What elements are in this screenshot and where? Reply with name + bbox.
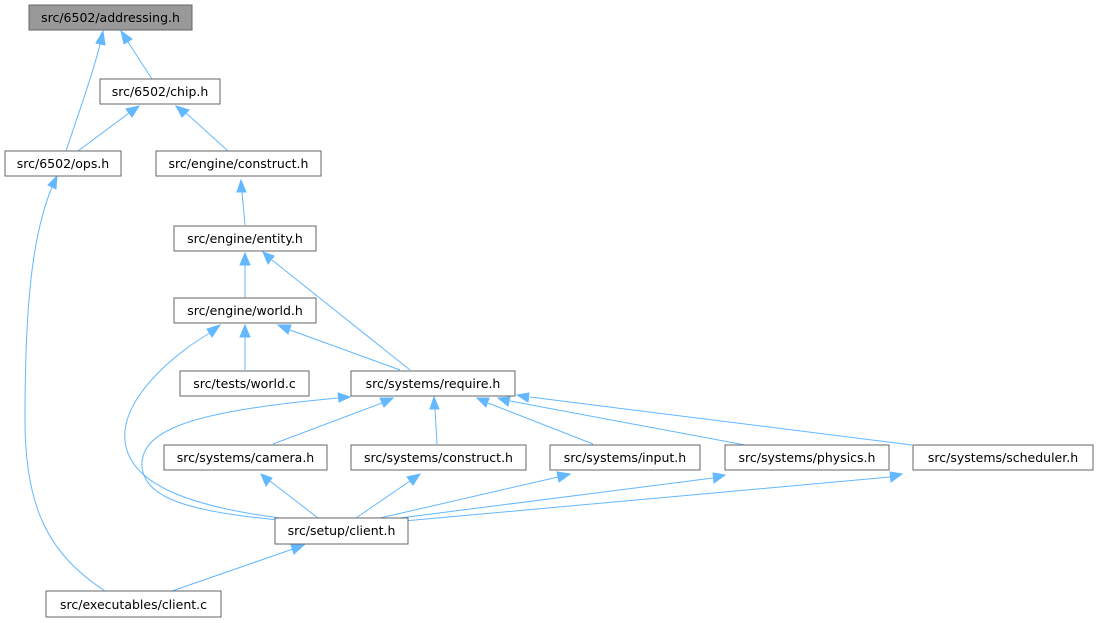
edge-camera-to-require	[272, 397, 395, 445]
edge-require-to-world	[276, 324, 401, 371]
edge-world-to-entity	[239, 251, 251, 298]
node-engine-entity-h[interactable]: src/engine/entity.h	[173, 225, 317, 252]
node-executables-client-c[interactable]: src/executables/client.c	[45, 590, 222, 618]
edge-physics-to-require	[496, 396, 746, 446]
node-chip-h[interactable]: src/6502/chip.h	[99, 78, 221, 105]
node-systems-input-h[interactable]: src/systems/input.h	[549, 444, 701, 471]
edge-require-to-entity	[262, 251, 411, 371]
edge-client-to-physics	[391, 472, 727, 520]
edge-clientc-to-clienth	[171, 544, 306, 592]
nodes: src/6502/addressing.h src/6502/chip.h sr…	[4, 4, 1094, 618]
node-engine-world-h[interactable]: src/engine/world.h	[173, 297, 317, 324]
node-tests-world-c[interactable]: src/tests/world.c	[179, 370, 310, 397]
node-systems-require-h[interactable]: src/systems/require.h	[350, 370, 516, 397]
edge-scheduler-to-require	[515, 392, 913, 446]
svg-text:src/engine/construct.h: src/engine/construct.h	[169, 156, 309, 171]
edge-testsworld-to-world	[239, 323, 251, 370]
svg-text:src/systems/physics.h: src/systems/physics.h	[739, 450, 876, 465]
svg-text:src/systems/require.h: src/systems/require.h	[366, 376, 501, 391]
edge-client-to-input	[379, 471, 572, 519]
svg-text:src/6502/ops.h: src/6502/ops.h	[17, 156, 109, 171]
edge-sysconstruct-to-require	[429, 395, 440, 445]
node-systems-camera-h[interactable]: src/systems/camera.h	[163, 444, 328, 471]
svg-text:src/systems/camera.h: src/systems/camera.h	[177, 450, 314, 465]
svg-text:src/engine/entity.h: src/engine/entity.h	[187, 231, 303, 246]
svg-text:src/executables/client.c: src/executables/client.c	[60, 597, 207, 612]
node-setup-client-h[interactable]: src/setup/client.h	[274, 517, 409, 545]
edge-client-to-world	[124, 324, 281, 519]
edge-entity-to-construct	[236, 178, 247, 226]
edge-construct-to-chip	[174, 105, 229, 152]
svg-text:src/setup/client.h: src/setup/client.h	[288, 523, 396, 538]
node-engine-construct-h[interactable]: src/engine/construct.h	[155, 150, 322, 177]
svg-text:src/6502/addressing.h: src/6502/addressing.h	[41, 10, 180, 25]
node-systems-scheduler-h[interactable]: src/systems/scheduler.h	[912, 444, 1094, 471]
edges	[24, 29, 913, 592]
node-systems-physics-h[interactable]: src/systems/physics.h	[724, 444, 890, 471]
edge-chip-to-addressing	[120, 29, 153, 80]
svg-text:src/systems/scheduler.h: src/systems/scheduler.h	[928, 450, 1078, 465]
node-ops-h[interactable]: src/6502/ops.h	[4, 150, 122, 177]
edge-ops-to-chip	[77, 105, 141, 152]
edge-clientc-to-ops	[24, 174, 106, 592]
node-systems-construct-h[interactable]: src/systems/construct.h	[350, 444, 527, 471]
svg-text:src/systems/input.h: src/systems/input.h	[564, 450, 686, 465]
edge-client-to-scheduler	[403, 471, 904, 522]
edge-input-to-require	[475, 397, 594, 445]
edge-ops-to-addressing	[65, 29, 106, 152]
svg-text:src/systems/construct.h: src/systems/construct.h	[364, 450, 513, 465]
edge-client-to-sysconstruct	[355, 473, 422, 519]
svg-text:src/tests/world.c: src/tests/world.c	[193, 376, 296, 391]
edge-client-to-require	[141, 392, 352, 521]
edge-client-to-camera	[260, 473, 319, 519]
node-addressing-h[interactable]: src/6502/addressing.h	[28, 4, 193, 31]
svg-text:src/6502/chip.h: src/6502/chip.h	[112, 84, 209, 99]
svg-text:src/engine/world.h: src/engine/world.h	[187, 303, 303, 318]
